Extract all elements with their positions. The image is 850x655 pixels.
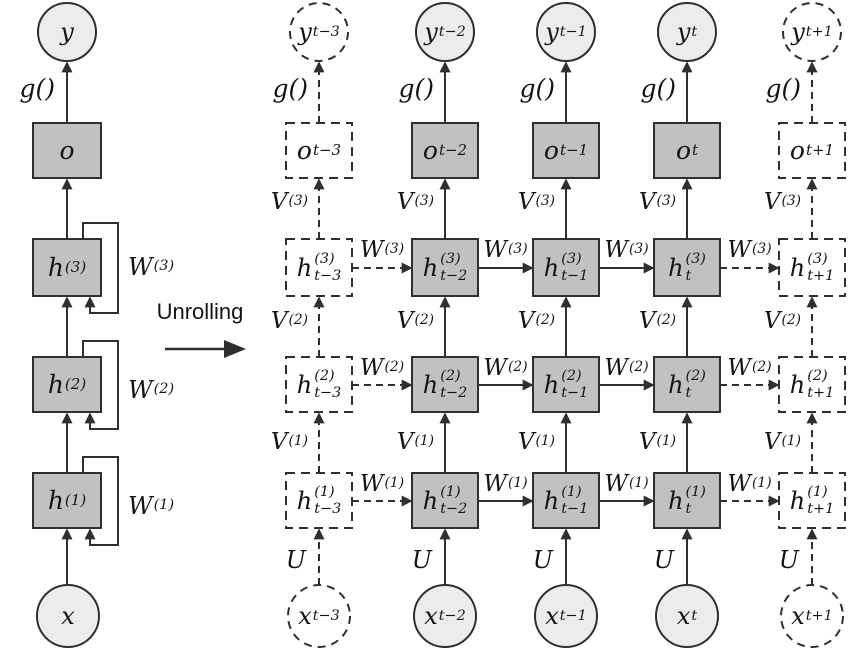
unrolling-arrow-head bbox=[224, 340, 246, 358]
y-node-tm2 bbox=[415, 2, 475, 62]
y-node-tp1 bbox=[782, 2, 842, 62]
h1-box-tm3 bbox=[285, 472, 353, 529]
h3-box-tm3 bbox=[285, 238, 353, 297]
o-box-tm2 bbox=[411, 122, 479, 179]
h1-box-tm1 bbox=[532, 472, 600, 529]
h3-box-tm1 bbox=[532, 238, 600, 297]
h2-box-tm1 bbox=[532, 356, 600, 413]
left-o-box bbox=[32, 122, 102, 179]
y-node-t bbox=[657, 2, 717, 62]
left-h3-box bbox=[32, 238, 102, 297]
left-h2-box bbox=[32, 356, 102, 413]
h3-box-tm2 bbox=[411, 238, 479, 297]
x-node-tm3 bbox=[287, 584, 351, 648]
h2-box-tm3 bbox=[285, 356, 353, 413]
recurrent-loop-h1 bbox=[82, 456, 119, 546]
y-node-tm3 bbox=[289, 2, 349, 62]
left-output-node bbox=[37, 2, 97, 62]
h2-box-t bbox=[653, 356, 721, 413]
y-node-tm1 bbox=[536, 2, 596, 62]
x-node-tm2 bbox=[413, 584, 477, 648]
h3-box-tp1 bbox=[778, 238, 846, 297]
x-node-t bbox=[655, 584, 719, 648]
left-input-node bbox=[36, 584, 100, 648]
x-node-tm1 bbox=[534, 584, 598, 648]
o-box-t bbox=[653, 122, 721, 179]
h1-box-tm2 bbox=[411, 472, 479, 529]
recurrent-loop-h3 bbox=[82, 222, 119, 314]
o-box-tm1 bbox=[532, 122, 600, 179]
h1-box-t bbox=[653, 472, 721, 529]
h2-box-tm2 bbox=[411, 356, 479, 413]
left-h1-box bbox=[32, 472, 102, 529]
recurrent-loop-h2 bbox=[82, 340, 119, 430]
h2-box-tp1 bbox=[778, 356, 846, 413]
x-node-tp1 bbox=[780, 584, 844, 648]
h3-box-t bbox=[653, 238, 721, 297]
o-box-tm3 bbox=[285, 122, 353, 179]
o-box-tp1 bbox=[778, 122, 846, 179]
h1-box-tp1 bbox=[778, 472, 846, 529]
